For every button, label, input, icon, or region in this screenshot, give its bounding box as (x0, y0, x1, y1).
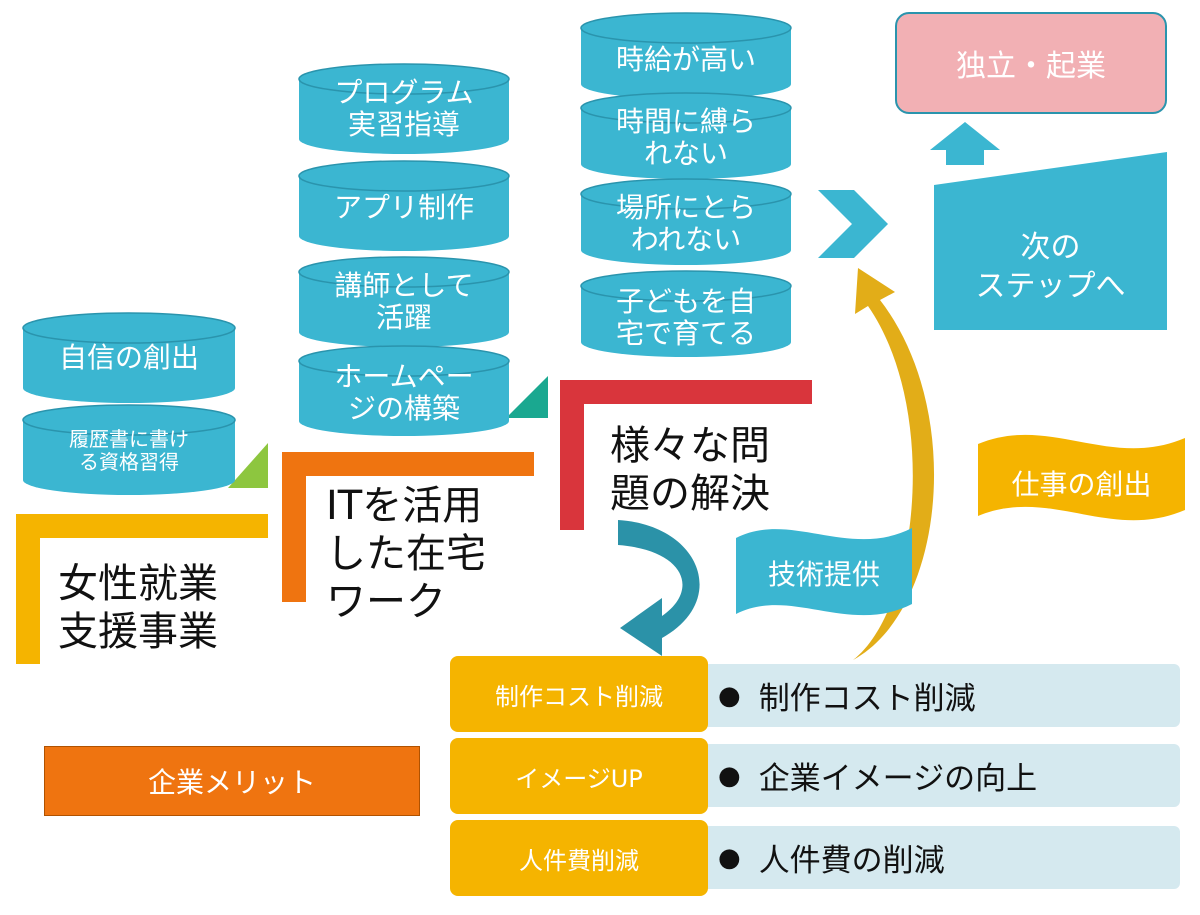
cylinder-label: 講師として 活躍 (334, 269, 474, 335)
merit-detail-text: 人件費の削減 (758, 843, 945, 879)
women-support-title: 女性就業 支援事業 (58, 561, 218, 655)
cylinder-time-free: 時間に縛ら れない (580, 92, 792, 180)
cylinder-label: アプリ制作 (333, 191, 474, 224)
cylinder-label: ホームペー ジの構築 (334, 360, 474, 426)
cylinder-lecturer: 講師として 活躍 (298, 256, 510, 348)
bullet-icon: ● (718, 680, 741, 711)
merit-detail-text: 制作コスト削減 (758, 681, 976, 717)
teal-triangle-marker (506, 376, 548, 418)
cylinder-homepage: ホームペー ジの構築 (298, 345, 510, 437)
chevron-right-icon (818, 190, 888, 258)
job-creation-label: 仕事の創出 (1011, 468, 1152, 501)
next-step-label: 次の ステップへ (975, 230, 1126, 304)
curved-down-arrow (618, 520, 700, 656)
cylinder-label: 時給が高い (615, 43, 756, 76)
cylinder-high-wage: 時給が高い (580, 12, 792, 100)
merit-label: 人件費削減 (450, 820, 708, 896)
cylinder-place-free: 場所にとら われない (580, 178, 792, 266)
cylinder-app: アプリ制作 (298, 160, 510, 252)
merit-label: イメージUP (450, 738, 708, 814)
l-shape-problem (560, 380, 812, 530)
independence-box: 独立・起業 (895, 12, 1167, 114)
company-merit-box: 企業メリット (44, 746, 420, 816)
cylinder-childcare: 子どもを自 宅で育てる (580, 270, 792, 358)
tech-provision-label: 技術提供 (767, 558, 880, 591)
up-arrow-icon (930, 122, 1000, 165)
cylinder-label: 時間に縛ら れない (615, 105, 756, 171)
bullet-icon: ● (718, 842, 741, 873)
merit-label: 制作コスト削減 (450, 656, 708, 732)
cylinder-label: 子どもを自 宅で育てる (615, 285, 756, 351)
cylinder-label: 場所にとら われない (615, 191, 756, 257)
tech-provision-shape (736, 528, 912, 616)
merit-detail-row: ● 制作コスト削減 (700, 664, 1180, 727)
cylinder-programming: プログラム 実習指導 (298, 63, 510, 155)
it-work-title: ITを活用 した在宅 ワーク (326, 483, 486, 625)
merit-detail-row: ● 人件費の削減 (700, 826, 1180, 889)
next-step-shape (934, 152, 1167, 330)
bullet-icon: ● (718, 760, 741, 791)
l-shape-it (282, 452, 534, 602)
cylinder-qualification: 履歴書に書け る資格習得 (22, 404, 236, 496)
curved-up-arrow (853, 268, 935, 660)
merit-detail-row: ● 企業イメージの向上 (700, 744, 1180, 807)
job-creation-shape (978, 434, 1185, 521)
l-shape-women (16, 514, 268, 664)
cylinder-confidence: 自信の創出 (22, 312, 236, 404)
cylinder-label: 履歴書に書け る資格習得 (69, 427, 189, 474)
green-triangle-marker (228, 443, 268, 488)
cylinder-label: プログラム 実習指導 (334, 76, 474, 142)
cylinder-label: 自信の創出 (58, 341, 199, 374)
problem-solving-title: 様々な問 題の解決 (610, 423, 770, 517)
merit-detail-text: 企業イメージの向上 (758, 761, 1038, 797)
